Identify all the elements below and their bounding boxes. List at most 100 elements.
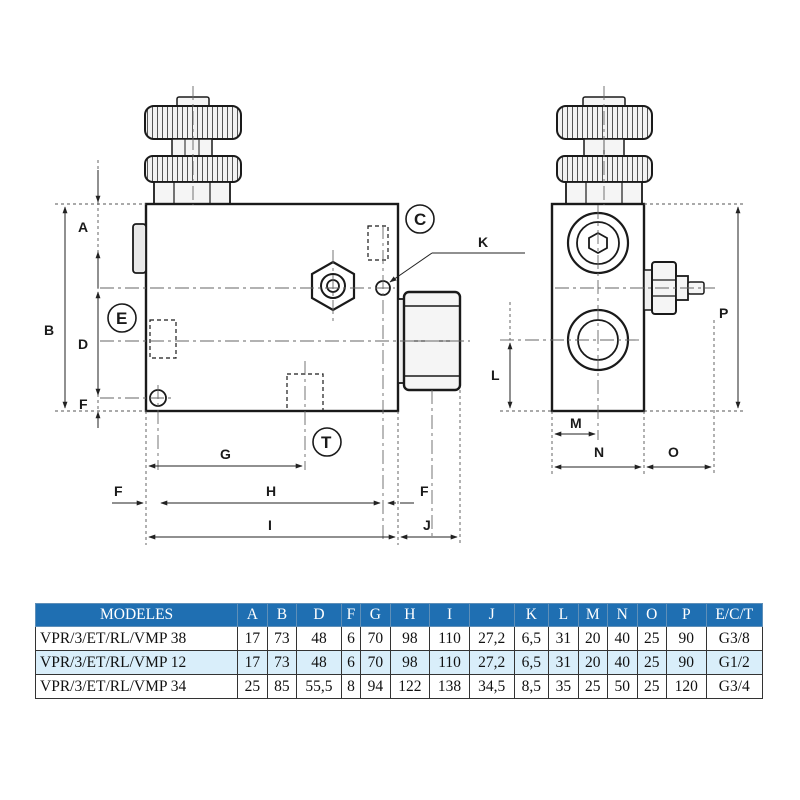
side-handwheel [556,96,653,205]
table-header-cell: E/C/T [705,603,764,627]
table-cell-model: VPR/3/ET/RL/VMP 12 [34,650,239,675]
port-label-c: C [414,210,426,229]
table-cell: 110 [429,626,470,651]
table-cell: 73 [266,650,298,675]
table-cell: 110 [429,650,470,675]
table-header-cell: B [266,603,298,627]
table-cell: 25 [636,674,667,699]
table-cell: 31 [548,650,579,675]
table-cell: 48 [296,650,342,675]
table-header-cell: F [340,603,362,627]
table-cell: 50 [607,674,638,699]
table-cell: 55,5 [296,674,342,699]
table-cell: 27,2 [468,650,515,675]
table-cell: 17 [237,626,268,651]
table-cell: 34,5 [468,674,515,699]
dim-label-f-left: F [79,396,88,412]
dim-label-b: B [44,322,54,338]
table-header-cell: MODELES [34,603,239,627]
table-cell: 138 [429,674,470,699]
table-cell: 122 [389,674,431,699]
table-cell: G3/4 [705,674,764,699]
table-cell: 8,5 [513,674,550,699]
table-header-cell: A [237,603,268,627]
port-label-t: T [321,433,332,452]
model-dimensions-table: MODELES A B D F G H I J K L M N O P E/C/… [34,603,764,699]
dim-label-i: I [268,517,272,533]
table-cell: 98 [389,626,431,651]
table-cell: 120 [665,674,707,699]
dim-label-f-bottom-left: F [114,483,123,499]
table-cell: 35 [548,674,579,699]
dim-label-d: D [78,336,88,352]
table-header-cell: K [513,603,550,627]
side-centerlines [500,86,715,440]
table-cell: 48 [296,626,342,651]
table-header-cell: G [360,603,391,627]
dim-label-p: P [719,305,728,321]
front-view [132,96,462,413]
valve-technical-drawing: A B D F G H F F I J K C E T [44,86,745,545]
dim-label-j: J [423,517,431,533]
table-header-cell: P [665,603,707,627]
table-cell: 8 [340,674,362,699]
table-cell-model: VPR/3/ET/RL/VMP 38 [34,626,239,651]
table-row: VPR/3/ET/RL/VMP 38 17 73 48 6 70 98 110 … [34,626,764,651]
table-cell-model: VPR/3/ET/RL/VMP 34 [34,674,239,699]
port-label-e: E [116,309,127,328]
table-cell: 31 [548,626,579,651]
dim-label-a: A [78,219,88,235]
dim-label-o: O [668,444,679,460]
side-extension-lines [500,203,745,475]
table-header-cell: O [636,603,667,627]
table-cell: 20 [577,626,609,651]
table-cell: G1/2 [705,650,764,675]
table-header-cell: H [389,603,431,627]
table-cell: 6 [340,650,362,675]
table-cell: 90 [665,626,707,651]
dim-label-g: G [220,446,231,462]
left-boss [132,223,147,274]
side-view [550,96,705,413]
table-cell: 40 [607,626,638,651]
table-cell: 27,2 [468,626,515,651]
table-cell: 85 [266,674,298,699]
table-cell: 6,5 [513,650,550,675]
table-cell: 98 [389,650,431,675]
table-header-cell: M [577,603,609,627]
table-cell: 6 [340,626,362,651]
table-cell: 94 [360,674,391,699]
side-dimension-lines [507,206,741,470]
dim-label-n: N [594,444,604,460]
dim-label-f-bottom-right: F [420,483,429,499]
valve-body-front [144,202,400,413]
dim-label-h: H [266,483,276,499]
table-cell: 17 [237,650,268,675]
port-label-circles [107,204,435,457]
table-cell: 6,5 [513,626,550,651]
table-cell: 25 [636,650,667,675]
table-cell: 73 [266,626,298,651]
table-cell: 70 [360,650,391,675]
table-header-cell: D [296,603,342,627]
table-cell: G3/8 [705,626,764,651]
dim-label-k: K [478,234,488,250]
table-row: VPR/3/ET/RL/VMP 34 25 85 55,5 8 94 122 1… [34,674,764,699]
table-cell: 25 [636,626,667,651]
table-cell: 25 [577,674,609,699]
table-cell: 90 [665,650,707,675]
table-row: VPR/3/ET/RL/VMP 12 17 73 48 6 70 98 110 … [34,650,764,675]
table-header-cell: I [429,603,470,627]
table-header-row: MODELES A B D F G H I J K L M N O P E/C/… [34,603,764,627]
table-cell: 70 [360,626,391,651]
dim-label-m: M [570,415,582,431]
dim-label-l: L [491,367,500,383]
front-centerlines [100,86,470,540]
table-cell: 40 [607,650,638,675]
table-header-cell: L [548,603,579,627]
table-cell: 25 [237,674,268,699]
table-header-cell: J [468,603,515,627]
front-dimension-lines [62,170,525,540]
table-cell: 20 [577,650,609,675]
table-header-cell: N [607,603,638,627]
